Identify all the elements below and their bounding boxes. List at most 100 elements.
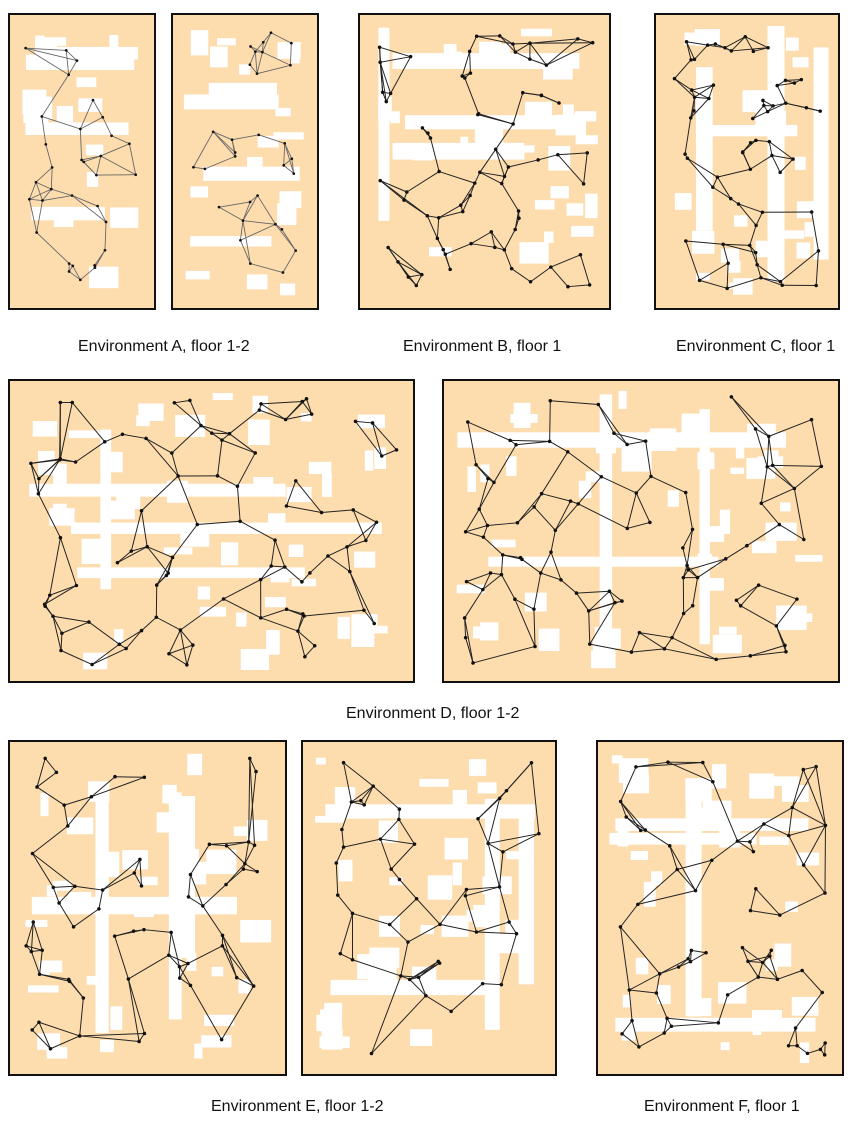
graph-node — [384, 99, 389, 104]
graph-edge — [637, 890, 696, 905]
graph-edge — [259, 409, 286, 420]
graph-node — [188, 983, 193, 988]
graph-edge — [737, 840, 754, 853]
graph-node — [500, 553, 505, 557]
graph-edge — [639, 632, 673, 639]
graph-node — [637, 630, 642, 635]
graph-node — [576, 37, 580, 41]
graph-edge — [427, 215, 439, 219]
graph-edge — [645, 441, 652, 477]
graph-node — [49, 187, 53, 191]
graph-node — [748, 167, 753, 171]
graph-node — [248, 262, 252, 265]
graph-edge — [620, 801, 642, 831]
graph-edge — [631, 648, 665, 653]
graph-node — [145, 544, 149, 549]
graph-edge — [35, 182, 43, 201]
graph-edge — [712, 186, 732, 200]
graph-edge — [37, 493, 61, 538]
graph-edge — [91, 648, 127, 665]
graph-node — [493, 147, 498, 152]
graph-node — [489, 230, 494, 234]
graph-edge — [708, 84, 714, 99]
graph-edge — [793, 488, 805, 540]
graph-edge — [688, 558, 726, 571]
graph-edge — [755, 212, 763, 226]
graph-edge — [438, 204, 462, 219]
graph-edge — [438, 211, 463, 219]
graph-node — [471, 661, 475, 665]
graph-edge — [335, 846, 345, 864]
graph-node — [721, 242, 725, 247]
graph-node — [134, 173, 138, 177]
graph-edge — [285, 401, 303, 420]
caption-environment-d: Environment D, floor 1-2 — [346, 705, 520, 722]
graph-edge — [25, 921, 34, 946]
graph-edge — [576, 590, 610, 594]
graph-node — [676, 965, 681, 969]
graph-node — [729, 49, 734, 53]
graph-node — [759, 275, 763, 280]
graph-node — [96, 204, 99, 208]
graph-node — [692, 95, 697, 99]
graph-edge — [167, 557, 173, 574]
graph-node — [823, 891, 827, 895]
graph-edge — [416, 898, 441, 925]
graph-node — [761, 98, 765, 103]
graph-edge — [297, 630, 306, 657]
graph-node — [770, 153, 774, 158]
graph-node — [710, 858, 714, 863]
graph-node — [67, 979, 72, 984]
graph-node — [170, 451, 174, 455]
graph-edge — [723, 243, 756, 254]
graph-node — [338, 951, 343, 956]
graph-edge — [415, 274, 423, 286]
graph-node — [407, 977, 412, 982]
graph-edges — [379, 35, 593, 288]
graph-edge — [65, 50, 70, 75]
graph-node — [139, 628, 144, 633]
graph-node — [221, 597, 226, 601]
graph-edge — [262, 32, 272, 43]
graph-node — [443, 252, 448, 256]
graph-edge — [170, 932, 181, 967]
graph-node — [624, 815, 629, 819]
graph-edge — [522, 92, 542, 97]
graph-edge — [381, 449, 397, 457]
graph-edge — [365, 521, 377, 541]
graph-node — [154, 615, 159, 620]
graph-nodes — [24, 756, 259, 1051]
graph-node — [753, 250, 758, 255]
graph-node — [378, 60, 382, 65]
graph-edge — [32, 921, 43, 951]
graph-edge — [557, 154, 584, 185]
graph-node — [532, 607, 536, 611]
graph-edge — [346, 521, 377, 548]
graph-edge — [777, 970, 803, 980]
graph-edge — [766, 466, 795, 489]
graph-edge — [686, 41, 695, 60]
graph-node — [374, 520, 379, 524]
graph-edge — [97, 205, 107, 223]
graph-edge — [41, 74, 70, 117]
graph-node — [472, 181, 477, 185]
graph-edge — [730, 36, 746, 52]
graph-node — [648, 520, 652, 525]
graph-node — [128, 142, 131, 146]
graph-node — [634, 491, 639, 495]
graph-node — [481, 587, 485, 592]
graph-edge — [803, 825, 826, 866]
graph-edge — [671, 637, 717, 660]
graph-node — [777, 522, 782, 527]
graph-edge — [503, 229, 516, 251]
graph-edge — [290, 43, 292, 66]
graph-edge — [360, 785, 374, 801]
graph-edge — [762, 962, 778, 980]
graph-edge — [577, 38, 593, 44]
graph-edge — [745, 36, 769, 49]
graph-node — [539, 491, 544, 496]
graph-edge — [270, 32, 292, 44]
graph-node — [29, 949, 34, 954]
graph-node — [37, 476, 41, 481]
graph-edge — [792, 807, 826, 826]
